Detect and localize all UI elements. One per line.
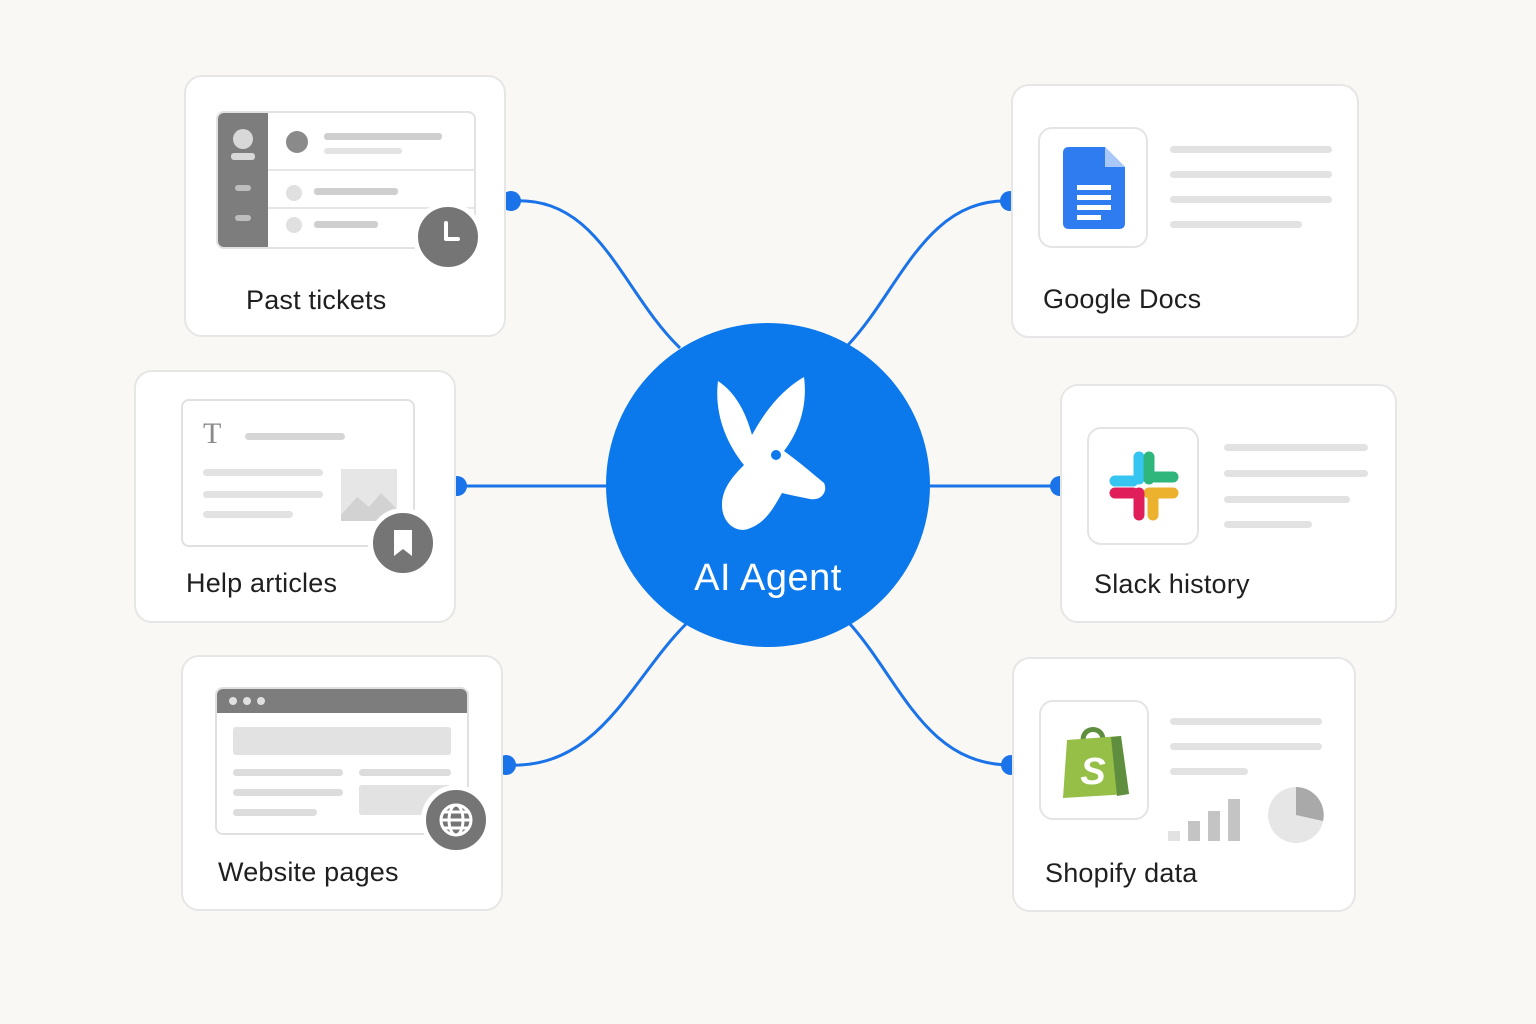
connector-shopify-data xyxy=(848,623,1012,767)
hub-label: AI Agent xyxy=(694,557,842,599)
google-docs-icon xyxy=(1063,147,1125,229)
shopify-icon: S xyxy=(1063,727,1129,798)
bookmark-icon xyxy=(368,508,438,578)
clock-icon xyxy=(413,202,483,272)
source-card-shopify-data[interactable]: S Shopify data xyxy=(1012,657,1356,912)
source-label-shopify-data: Shopify data xyxy=(1045,858,1198,888)
text-t-icon: T xyxy=(203,417,222,450)
source-label-website-pages: Website pages xyxy=(218,857,399,887)
pie-chart-icon xyxy=(1268,787,1324,843)
source-card-google-docs[interactable]: Google Docs xyxy=(1011,84,1359,338)
connector-past-tickets xyxy=(510,199,682,350)
source-card-past-tickets[interactable]: Past tickets xyxy=(184,75,506,337)
source-label-past-tickets: Past tickets xyxy=(246,285,387,315)
connector-website-pages xyxy=(505,622,688,767)
google-docs-icon-tile xyxy=(1038,127,1148,248)
source-card-website-pages[interactable]: Website pages xyxy=(181,655,503,911)
svg-text:S: S xyxy=(1080,751,1105,793)
shopify-icon-tile: S xyxy=(1039,700,1149,820)
connector-google-docs xyxy=(846,199,1011,347)
ai-agent-hub[interactable]: AI Agent xyxy=(606,323,930,647)
source-label-google-docs: Google Docs xyxy=(1043,284,1202,314)
source-label-help-articles: Help articles xyxy=(186,568,338,598)
connector-dot-past-tickets xyxy=(501,191,521,211)
source-label-slack-history: Slack history xyxy=(1094,569,1250,599)
donkey-mascot-icon xyxy=(717,377,826,530)
slack-icon xyxy=(1109,451,1179,521)
source-card-slack-history[interactable]: Slack history xyxy=(1060,384,1397,623)
source-card-help-articles[interactable]: T Help articles xyxy=(134,370,456,623)
slack-icon-tile xyxy=(1087,427,1199,545)
globe-icon xyxy=(421,785,491,855)
bar-chart-icon xyxy=(1168,799,1240,841)
